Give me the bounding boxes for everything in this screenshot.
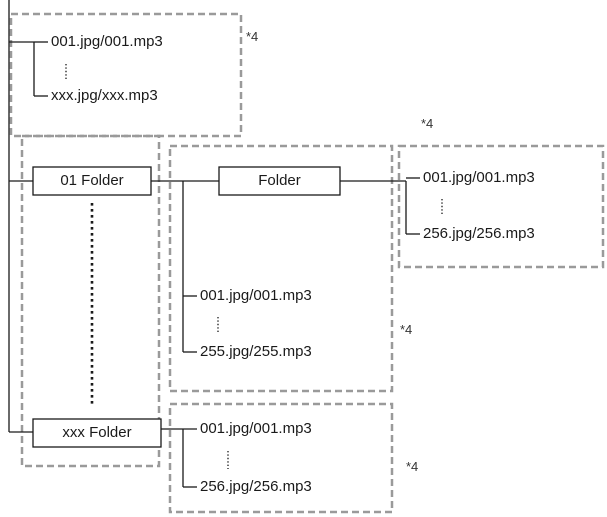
- folder-01-label: 01 Folder: [60, 172, 124, 189]
- dashed-box-root-folders: [20, 134, 161, 468]
- subfolder-file-first: 001.jpg/001.mp3: [423, 169, 535, 186]
- footnote-lastfolder-files: *4: [406, 459, 419, 474]
- folder-sub-label: Folder: [258, 172, 301, 189]
- folder01-file-first: 001.jpg/001.mp3: [200, 287, 312, 304]
- root-file-first: 001.jpg/001.mp3: [51, 33, 163, 50]
- folder-box-01: [32, 166, 152, 196]
- folder-last-label: xxx Folder: [62, 424, 132, 441]
- lastfolder-file-last: 256.jpg/256.mp3: [200, 478, 312, 495]
- dashed-box-subfolder-files: [397, 144, 605, 269]
- footnote-folder01-files: *4: [400, 322, 413, 337]
- folder01-file-last: 255.jpg/255.mp3: [200, 343, 312, 360]
- dashed-box-folder01-contents: [168, 144, 394, 393]
- folder-box-last: [32, 418, 162, 448]
- subfolder-file-last: 256.jpg/256.mp3: [423, 225, 535, 242]
- root-file-last: xxx.jpg/xxx.mp3: [51, 87, 158, 104]
- lastfolder-file-first: 001.jpg/001.mp3: [200, 420, 312, 437]
- folder-box-sub: [218, 166, 341, 196]
- footnote-root-files: *4: [246, 29, 259, 44]
- footnote-subfolder-files: *4: [421, 116, 434, 131]
- dashed-box-lastfolder-files: [168, 402, 394, 514]
